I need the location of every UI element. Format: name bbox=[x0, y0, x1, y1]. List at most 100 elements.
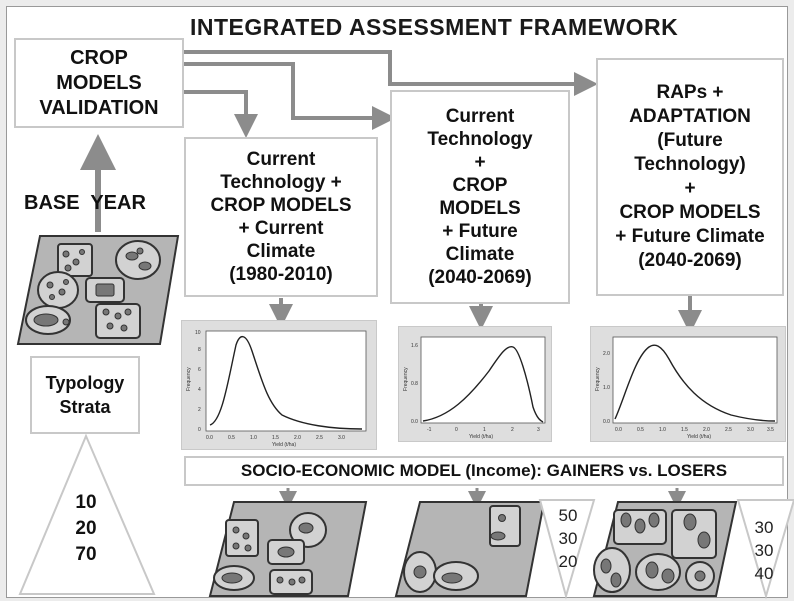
svg-text:6: 6 bbox=[198, 367, 201, 373]
svg-text:0.0: 0.0 bbox=[603, 419, 610, 425]
svg-text:0.0: 0.0 bbox=[615, 427, 622, 433]
diagram-title: INTEGRATED ASSESSMENT FRAMEWORK bbox=[190, 14, 679, 40]
svg-text:0.8: 0.8 bbox=[411, 381, 418, 387]
outcome-number: 20 bbox=[558, 552, 578, 571]
svg-text:2.5: 2.5 bbox=[725, 427, 732, 433]
plot-1-svg: 0.0 0.5 1.0 1.5 2.0 2.5 3.0 Yield (t/ha) Frequ… bbox=[186, 330, 367, 448]
svg-text:-1: -1 bbox=[427, 427, 432, 433]
scenario-3-text: RAPs + ADAPTATION (Future Technology) + … bbox=[615, 81, 764, 273]
typology-percentages: 10 20 70 bbox=[56, 490, 116, 568]
svg-text:4: 4 bbox=[198, 387, 201, 393]
scenario-1-text: Current Technology + CROP MODELS + Curre… bbox=[210, 148, 351, 286]
svg-text:1.0: 1.0 bbox=[250, 435, 257, 441]
scenario-line: + Current bbox=[238, 218, 324, 239]
svg-text:2.0: 2.0 bbox=[603, 351, 610, 357]
scenario-line: CROP MODELS bbox=[619, 202, 761, 223]
plot-ylabel: Frequency bbox=[403, 367, 409, 391]
scenario-line: Current bbox=[246, 149, 316, 170]
yield-distribution-plot-adaptation: 0.0 0.5 1.0 1.5 2.0 2.5 3.0 3.5 Yield (t/ha) Fr… bbox=[590, 326, 786, 442]
outcome-number: 50 bbox=[558, 506, 578, 525]
typology-number: 70 bbox=[75, 544, 97, 565]
scenario-current-climate-box: Current Technology + CROP MODELS + Curre… bbox=[184, 137, 378, 297]
svg-text:2: 2 bbox=[198, 407, 201, 413]
scenario-line: Climate bbox=[246, 241, 316, 262]
validation-line: CROP bbox=[70, 46, 128, 69]
plot-ylabel: Frequency bbox=[595, 367, 601, 391]
validation-line: VALIDATION bbox=[39, 96, 159, 119]
plot-xlabel: Yield (t/ha) bbox=[687, 434, 711, 440]
scenario-line: RAPs + bbox=[656, 82, 724, 103]
outcome-number: 30 bbox=[754, 518, 774, 537]
typology-strata-box: Typology Strata bbox=[30, 356, 140, 434]
socio-economic-label: SOCIO-ECONOMIC MODEL (Income): GAINERS v… bbox=[240, 461, 728, 480]
outcome-number: 40 bbox=[754, 564, 774, 583]
typology-line: Strata bbox=[59, 397, 111, 417]
scenario-line: Technology) bbox=[634, 154, 746, 175]
svg-text:0.0: 0.0 bbox=[411, 419, 418, 425]
scenario-future-climate-box: Current Technology + CROP MODELS + Futur… bbox=[390, 90, 570, 304]
svg-text:3: 3 bbox=[537, 427, 540, 433]
scenario-line: (1980-2010) bbox=[229, 264, 333, 285]
plot-ylabel: Frequency bbox=[186, 367, 192, 391]
scenario-line: CROP bbox=[452, 175, 508, 196]
arrow-to-scenario-3 bbox=[183, 50, 598, 96]
scenario-line: Technology bbox=[427, 129, 533, 150]
scenario-line: CROP MODELS bbox=[210, 195, 352, 216]
outcome-percentages-future: 50 30 20 bbox=[548, 504, 588, 573]
svg-text:0: 0 bbox=[198, 427, 201, 433]
svg-text:0.5: 0.5 bbox=[637, 427, 644, 433]
validation-line: MODELS bbox=[56, 71, 142, 94]
svg-text:2.5: 2.5 bbox=[316, 435, 323, 441]
crop-models-validation-box: CROP MODELS VALIDATION bbox=[14, 38, 184, 128]
typology-number: 10 bbox=[75, 492, 97, 513]
yield-distribution-plot-current: 0.0 0.5 1.0 1.5 2.0 2.5 3.0 Yield (t/ha) Frequ… bbox=[181, 320, 377, 450]
scenario-line: + bbox=[684, 178, 696, 199]
scenario-line: Climate bbox=[445, 244, 515, 265]
scenario-line: (Future bbox=[657, 130, 723, 151]
svg-text:10: 10 bbox=[195, 330, 201, 336]
scenario-line: Current bbox=[445, 106, 515, 127]
typology-number: 20 bbox=[75, 518, 97, 539]
plot-3-svg: 0.0 0.5 1.0 1.5 2.0 2.5 3.0 3.5 Yield (t/ha) Fr… bbox=[595, 336, 778, 440]
svg-text:2: 2 bbox=[511, 427, 514, 433]
svg-text:0: 0 bbox=[455, 427, 458, 433]
svg-text:2.0: 2.0 bbox=[294, 435, 301, 441]
outcome-number: 30 bbox=[558, 529, 578, 548]
base-year-label: BASE YEAR bbox=[24, 192, 146, 214]
arrow-to-scenario-2 bbox=[183, 62, 396, 130]
scenario-line: + Future bbox=[442, 221, 518, 242]
validation-text: CROP MODELS VALIDATION bbox=[39, 46, 158, 121]
typology-text: Typology Strata bbox=[46, 371, 125, 419]
scenario-line: ADAPTATION bbox=[629, 106, 751, 127]
svg-text:1: 1 bbox=[483, 427, 486, 433]
scenario-line: + bbox=[474, 152, 486, 173]
svg-text:3.0: 3.0 bbox=[747, 427, 754, 433]
svg-text:1.5: 1.5 bbox=[681, 427, 688, 433]
socio-economic-model-box: SOCIO-ECONOMIC MODEL (Income): GAINERS v… bbox=[184, 456, 784, 486]
outcome-number: 30 bbox=[754, 541, 774, 560]
scenario-line: MODELS bbox=[439, 198, 521, 219]
svg-text:1.0: 1.0 bbox=[603, 385, 610, 391]
svg-text:1.5: 1.5 bbox=[272, 435, 279, 441]
arrow-to-scenario-1 bbox=[183, 90, 258, 138]
scenario-line: + Future Climate bbox=[615, 226, 765, 247]
plot-xlabel: Yield (t/ha) bbox=[272, 442, 296, 448]
scenario-line: (2040-2069) bbox=[638, 250, 742, 271]
scenario-line: Technology + bbox=[220, 172, 342, 193]
scenario-line: (2040-2069) bbox=[428, 267, 532, 288]
svg-text:0.5: 0.5 bbox=[228, 435, 235, 441]
svg-text:2.0: 2.0 bbox=[703, 427, 710, 433]
svg-text:1.0: 1.0 bbox=[659, 427, 666, 433]
svg-text:0.0: 0.0 bbox=[206, 435, 213, 441]
svg-text:3.5: 3.5 bbox=[767, 427, 774, 433]
typology-line: Typology bbox=[45, 373, 125, 393]
svg-text:1.6: 1.6 bbox=[411, 343, 418, 349]
svg-text:8: 8 bbox=[198, 347, 201, 353]
scenario-2-text: Current Technology + CROP MODELS + Futur… bbox=[427, 105, 532, 289]
scenario-adaptation-box: RAPs + ADAPTATION (Future Technology) + … bbox=[596, 58, 784, 296]
svg-text:3.0: 3.0 bbox=[338, 435, 345, 441]
